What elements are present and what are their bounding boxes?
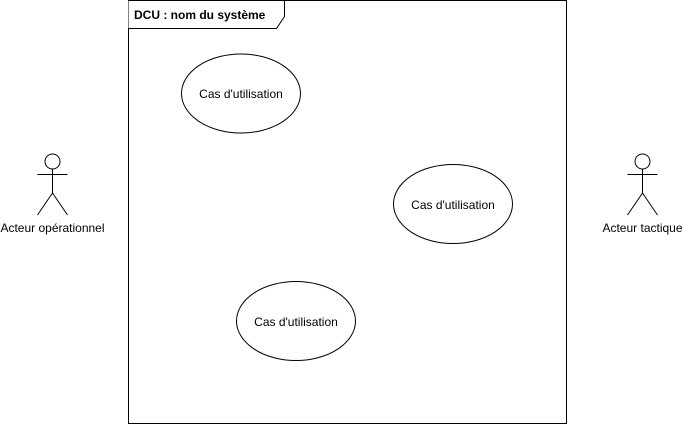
use-case-label: Cas d'utilisation [411, 198, 495, 212]
actor-label: Acteur tactique [602, 221, 682, 235]
actor-label: Acteur opérationnel [0, 221, 104, 235]
use-case-ellipse[interactable] [181, 53, 301, 134]
use-case-ellipse[interactable] [236, 281, 356, 361]
frame-title: DCU : nom du système [134, 8, 266, 22]
use-case-3[interactable]: Cas d'utilisation [236, 281, 356, 361]
use-case-ellipse[interactable] [393, 164, 513, 244]
actor-tactique[interactable]: Acteur tactique [602, 153, 683, 235]
stick-figure-icon [627, 153, 658, 216]
stick-figure-icon [37, 153, 68, 216]
use-case-1[interactable]: Cas d'utilisation [181, 53, 301, 134]
use-case-label: Cas d'utilisation [199, 87, 283, 101]
use-case-2[interactable]: Cas d'utilisation [393, 164, 513, 244]
use-case-label: Cas d'utilisation [254, 315, 338, 329]
actor-operationnel[interactable]: Acteur opérationnel [0, 153, 105, 235]
frame-title-tab [128, 0, 285, 29]
